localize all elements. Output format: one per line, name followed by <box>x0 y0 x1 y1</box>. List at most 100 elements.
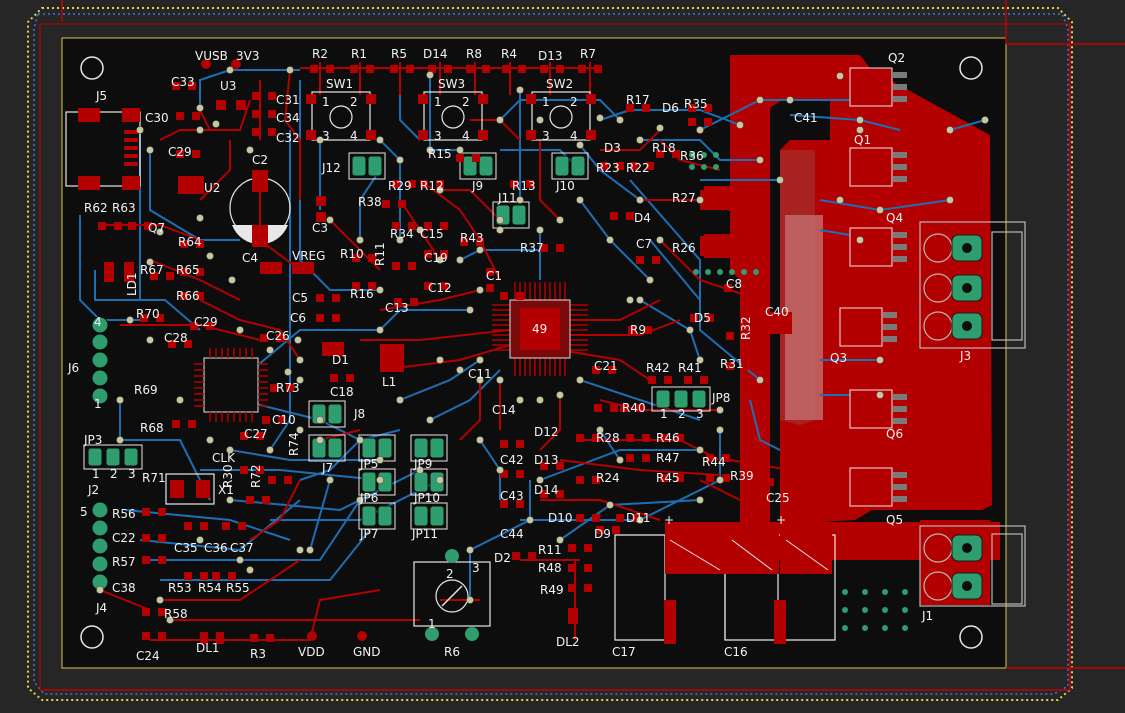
silk-label-r72: R72 <box>249 464 263 488</box>
silk-label-d9: D9 <box>594 527 611 541</box>
silk-label-j5: J5 <box>95 89 107 103</box>
crystal-x1 <box>165 473 215 505</box>
silk-label-c16: C16 <box>724 645 748 659</box>
silk-label-r66: R66 <box>176 289 200 303</box>
silk-label-c4: C4 <box>242 251 258 265</box>
silk-label-j2: J2 <box>87 483 99 497</box>
silk-label-r46: R46 <box>656 431 680 445</box>
silk-label-r47: R47 <box>656 451 680 465</box>
silk-label-r23: R23 <box>596 161 620 175</box>
silk-label-c24: C24 <box>136 649 160 663</box>
silk-label-q4: Q4 <box>886 211 903 225</box>
silk-label-r30: R30 <box>221 464 235 488</box>
silk-label-d14a: D14 <box>423 47 448 61</box>
silk-label-c17plus: + <box>664 513 674 527</box>
silk-label-r49: R49 <box>540 583 564 597</box>
silk-label-c30: C30 <box>145 111 169 125</box>
silk-label-d13a: D13 <box>538 49 563 63</box>
silk-label-d6: D6 <box>662 101 679 115</box>
silk-label-r39: R39 <box>730 469 754 483</box>
usb-connector-j5 <box>65 108 141 190</box>
silk-label-d10: D10 <box>548 511 573 525</box>
silk-label-c15: C15 <box>420 227 444 241</box>
silk-label-vusb: VUSB <box>195 49 228 63</box>
silk-label-r4: R4 <box>501 47 517 61</box>
silk-label-sw3p4: 4 <box>462 129 470 143</box>
silk-label-sw3p3: 3 <box>434 129 442 143</box>
silk-label-r27: R27 <box>672 191 696 205</box>
silk-label-r15: R15 <box>428 147 452 161</box>
silk-label-c28: C28 <box>164 331 188 345</box>
silk-label-r9: R9 <box>630 323 646 337</box>
silk-label-r65: R65 <box>176 263 200 277</box>
silk-label-sw1p1: 1 <box>322 95 330 109</box>
silk-label-vdd: VDD <box>298 645 325 659</box>
silk-label-c1: C1 <box>486 269 502 283</box>
silk-label-x1: X1 <box>218 483 234 497</box>
silk-label-c31: C31 <box>276 93 300 107</box>
silk-label-r7: R7 <box>580 47 596 61</box>
silk-label-sw1p2: 2 <box>350 95 358 109</box>
silk-label-r11b: R11 <box>538 543 562 557</box>
silk-label-r71: R71 <box>142 471 166 485</box>
silk-label-vreg: VREG <box>292 249 325 263</box>
silk-label-c35: C35 <box>174 541 198 555</box>
silk-label-c36: C36 <box>204 541 228 555</box>
silk-label-r11: R11 <box>373 242 387 266</box>
trimmer-potentiometer-r6 <box>413 549 491 641</box>
silk-label-r42: R42 <box>646 361 670 375</box>
silk-label-c33: C33 <box>171 75 195 89</box>
silk-label-c42: C42 <box>500 453 524 467</box>
silk-label-c8: C8 <box>726 277 742 291</box>
silk-label-d11: D11 <box>626 511 651 525</box>
silk-label-j9: J9 <box>471 179 483 193</box>
silk-label-j8: J8 <box>353 407 365 421</box>
silk-label-c6: C6 <box>290 311 306 325</box>
silk-label-r62: R62 <box>84 201 108 215</box>
silk-label-r12: R12 <box>420 179 444 193</box>
silk-label-r2: R2 <box>312 47 328 61</box>
switch-pads <box>306 94 596 140</box>
silk-label-c12: C12 <box>428 281 452 295</box>
silk-label-jp5: JP5 <box>359 457 378 471</box>
silk-label-c19: C19 <box>424 251 448 265</box>
silk-label-r74: R74 <box>287 432 301 456</box>
silk-label-r1: R1 <box>351 47 367 61</box>
silk-label-3v3: 3V3 <box>236 49 259 63</box>
silk-label-jp3p3: 3 <box>128 467 136 481</box>
silk-label-j5pin: 5 <box>80 505 88 519</box>
silk-label-c29b: C29 <box>194 315 218 329</box>
silk-label-jp3p1: 1 <box>92 467 100 481</box>
silk-label-r63: R63 <box>112 201 136 215</box>
silk-label-j7: J7 <box>321 461 333 475</box>
shunt-resistors <box>704 186 792 334</box>
silk-label-q3: Q3 <box>830 351 847 365</box>
silk-label-dl2: DL2 <box>556 635 580 649</box>
silk-label-jp8: JP8 <box>711 391 730 405</box>
silk-label-r67: R67 <box>140 263 164 277</box>
silk-label-c10: C10 <box>272 413 296 427</box>
silk-label-r32: R32 <box>739 316 753 340</box>
silk-label-r64: R64 <box>178 235 202 249</box>
silk-label-r68: R68 <box>140 421 164 435</box>
silk-label-r55: R55 <box>226 581 250 595</box>
silk-label-l1: L1 <box>382 375 396 389</box>
silk-label-r56: R56 <box>112 507 136 521</box>
silk-label-r16: R16 <box>350 287 374 301</box>
silk-label-c7: C7 <box>636 237 652 251</box>
silk-label-r73: R73 <box>276 381 300 395</box>
silk-label-u2: U2 <box>204 181 220 195</box>
silk-label-r17: R17 <box>626 93 650 107</box>
silk-label-d5: D5 <box>694 311 711 325</box>
silk-label-jp7: JP7 <box>359 527 378 541</box>
silk-label-j11: J11 <box>497 191 517 205</box>
silk-label-sw3p1: 1 <box>434 95 442 109</box>
silk-label-c14: C14 <box>492 403 516 417</box>
silk-label-c27: C27 <box>244 427 268 441</box>
silk-label-q6: Q6 <box>886 427 903 441</box>
pin-headers <box>87 316 707 591</box>
silk-label-jp6: JP6 <box>359 491 378 505</box>
silk-label-j4: J4 <box>95 601 107 615</box>
